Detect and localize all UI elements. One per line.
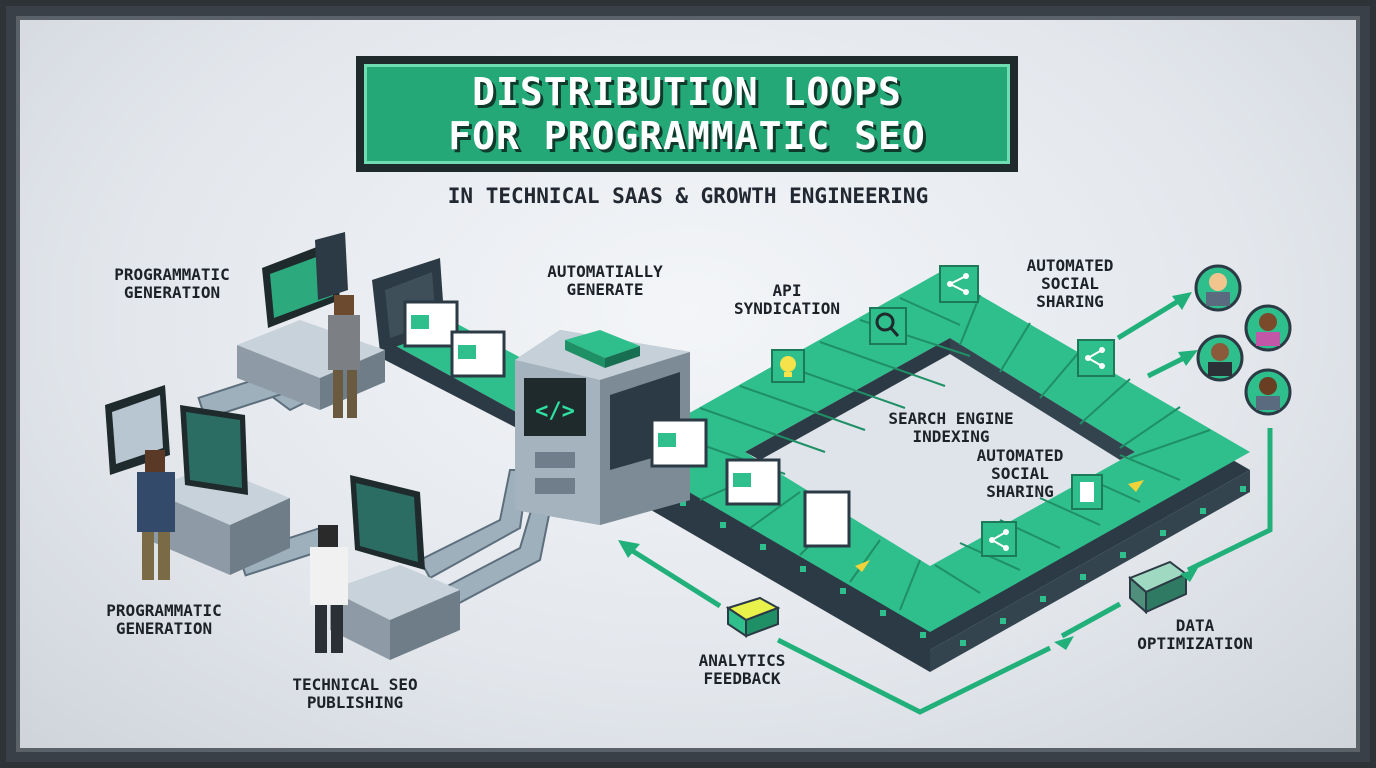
- person-middle: [137, 450, 175, 580]
- flow-arrows: [626, 297, 1273, 715]
- label-api-syndication: API SYNDICATION: [734, 281, 840, 318]
- label-automated-social-sharing-top: AUTOMATED SOCIAL SHARING: [1026, 256, 1114, 311]
- lightbulb-icon: [771, 349, 805, 383]
- label-automated-social-sharing-inner: AUTOMATED SOCIAL SHARING: [976, 446, 1064, 501]
- workstation-middle: [105, 385, 290, 575]
- title-line-2: FOR PROGRAMMATIC SEO: [448, 114, 926, 158]
- label-analytics-feedback: ANALYTICS FEEDBACK: [698, 651, 786, 688]
- avatar-icon: [1244, 304, 1292, 352]
- share-icon: [981, 521, 1017, 557]
- person-bottom: [310, 525, 348, 653]
- share-icon: [939, 265, 979, 303]
- code-icon: </>: [535, 399, 575, 424]
- document-icon: [1071, 474, 1103, 510]
- avatar-icon: [1194, 264, 1242, 312]
- person-top: [328, 295, 360, 418]
- label-programmatic-generation-top: PROGRAMMATIC GENERATION: [114, 265, 230, 302]
- subtitle: IN TECHNICAL SAAS & GROWTH ENGINEERING: [447, 184, 929, 208]
- search-icon: [869, 307, 907, 345]
- data-icon: [1128, 560, 1188, 615]
- title-banner: DISTRIBUTION LOOPS FOR PROGRAMMATIC SEO: [356, 56, 1018, 172]
- analytics-icon: [725, 596, 781, 638]
- arrow-heads: [618, 292, 1198, 650]
- label-search-engine-indexing: SEARCH ENGINE INDEXING: [888, 409, 1014, 446]
- avatar-icon: [1244, 368, 1292, 416]
- label-technical-seo-publishing: TECHNICAL SEO PUBLISHING: [292, 675, 418, 712]
- web-page-thumbnails: [411, 315, 751, 487]
- share-icon: [1077, 339, 1115, 377]
- avatar-icon: [1196, 334, 1244, 382]
- workstation-bottom: [330, 475, 460, 660]
- conveyor-loop: [620, 272, 1250, 672]
- title-line-1: DISTRIBUTION LOOPS: [472, 70, 902, 114]
- workstation-top: [237, 232, 385, 410]
- label-programmatic-generation-bottom: PROGRAMMATIC GENERATION: [106, 601, 222, 638]
- generator-machine: </>: [515, 330, 690, 525]
- label-data-optimization: DATA OPTIMIZATION: [1137, 616, 1253, 653]
- label-automatially-generate: AUTOMATIALLY GENERATE: [547, 262, 663, 299]
- web-page-cards: [403, 300, 851, 548]
